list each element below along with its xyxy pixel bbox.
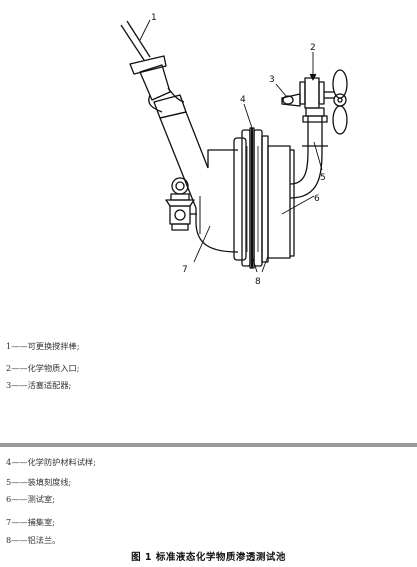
legend-item-6: 6——测试室; bbox=[6, 494, 55, 504]
stirring-rod bbox=[120, 20, 187, 119]
collection-chamber bbox=[195, 149, 239, 253]
callout-3: 3 bbox=[269, 75, 275, 85]
legend-item-2: 2——化学物质入口; bbox=[6, 363, 80, 373]
side-valve bbox=[165, 177, 197, 231]
legend-item-8: 8——铝法兰。 bbox=[6, 535, 61, 545]
callout-6: 6 bbox=[314, 194, 320, 204]
callout-5: 5 bbox=[320, 173, 326, 183]
callout-1: 1 bbox=[151, 13, 157, 23]
callout-7: 7 bbox=[182, 265, 188, 275]
legend-item-1: 1——可更换搅拌棒; bbox=[6, 341, 80, 351]
elbow-tube bbox=[289, 107, 328, 199]
callout-8: 8 bbox=[255, 277, 261, 287]
legend-item-5: 5——装填刻度线; bbox=[6, 477, 72, 487]
angled-tube bbox=[159, 111, 209, 209]
callout-4: 4 bbox=[240, 95, 246, 105]
legend-item-7: 7——捕集室; bbox=[6, 517, 55, 527]
chemical-inlet-fitting bbox=[281, 77, 334, 109]
section-divider bbox=[0, 443, 417, 447]
aluminum-flange bbox=[233, 127, 269, 269]
piston-handwheel bbox=[332, 69, 348, 135]
permeation-cell-diagram: 1 2 3 4 5 6 7 8 bbox=[120, 13, 348, 287]
legend-item-3: 3——活塞适配器; bbox=[6, 380, 72, 390]
leader-lines bbox=[139, 19, 323, 273]
test-chamber bbox=[267, 145, 295, 259]
figure-caption: 图 1 标准液态化学物质渗透测试池 bbox=[131, 552, 286, 563]
callout-2: 2 bbox=[310, 43, 316, 53]
legend-item-4: 4——化学防护材料试样; bbox=[6, 457, 96, 467]
